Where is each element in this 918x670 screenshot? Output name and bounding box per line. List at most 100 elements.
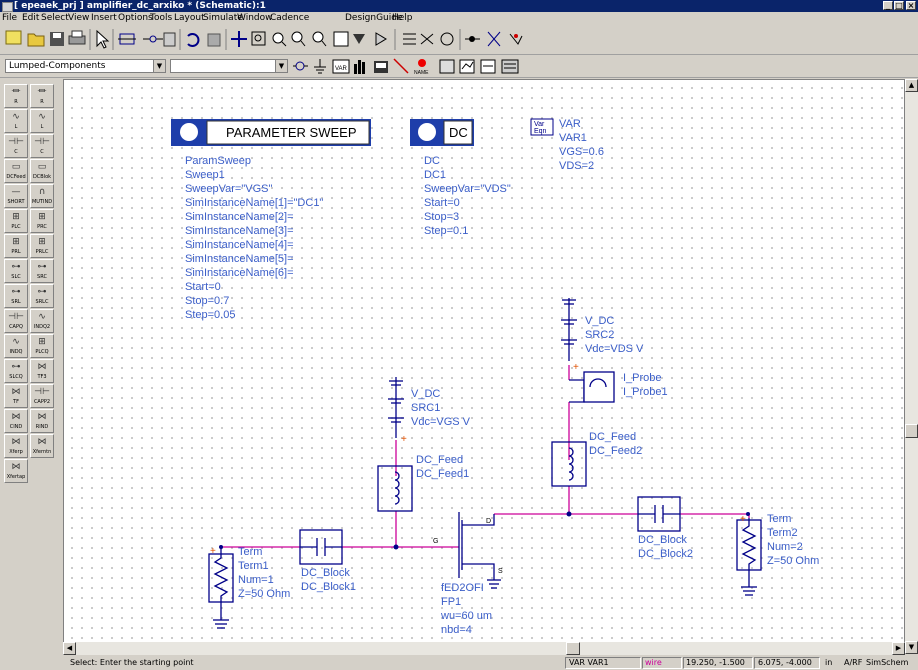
zoom-fit-icon[interactable] [312, 31, 327, 47]
palette-item-l[interactable]: ∿L [4, 109, 28, 133]
select-arrow-icon[interactable] [96, 29, 110, 49]
palette-item-dcblock[interactable]: ▭DCBlok [30, 159, 54, 183]
menu-designguide[interactable]: DesignGuide [345, 13, 403, 23]
palette-item-prc[interactable]: ⊞PRC [30, 209, 54, 233]
palette-item-srl[interactable]: ⊶SRL [4, 284, 28, 308]
horizontal-scrollbar[interactable]: ◀ ▶ [63, 642, 905, 655]
parameter-sweep-block[interactable]: PARAMETER SWEEP [171, 119, 371, 146]
palette-item-src[interactable]: ⊶SRC [30, 259, 54, 283]
scroll-thumb[interactable] [905, 424, 918, 438]
display-icon[interactable] [354, 60, 365, 74]
zoom-out-icon[interactable] [291, 31, 306, 47]
ground-symbol-icon[interactable] [314, 59, 326, 74]
current-probe[interactable] [569, 371, 615, 403]
mirror-icon[interactable] [420, 33, 434, 45]
ground-icon[interactable] [403, 33, 416, 45]
palette-item-prl[interactable]: ⊞PRL [4, 234, 28, 258]
scroll-left-icon[interactable]: ◀ [63, 642, 76, 655]
term-1[interactable] [208, 547, 234, 629]
palette-item-c2[interactable]: ⊣⊢C [30, 134, 54, 158]
schematic-canvas[interactable]: PARAMETER SWEEP ParamSweep Sweep1 SweepV… [63, 79, 905, 654]
zoom-area-icon[interactable] [251, 31, 266, 46]
term-2[interactable] [736, 518, 762, 596]
menu-view[interactable]: View [68, 13, 90, 23]
palette-item-plc[interactable]: ⊞PLC [4, 209, 28, 233]
wire-icon[interactable] [143, 35, 163, 43]
palette-item-c[interactable]: ⊣⊢C [4, 134, 28, 158]
rotate-icon[interactable] [440, 32, 454, 46]
print-icon[interactable] [68, 30, 86, 45]
palette-item-r2[interactable]: ⏛R [30, 84, 54, 108]
menu-options[interactable]: Options [118, 13, 153, 23]
menu-select[interactable]: Select [41, 13, 69, 23]
palette-item-capq[interactable]: ⊣⊢CAPQ [4, 309, 28, 333]
scroll-thumb[interactable] [566, 642, 580, 655]
palette-item-xferp[interactable]: ⋈Xferp [4, 434, 28, 458]
vertical-scrollbar[interactable]: ▲ ▼ [905, 79, 918, 654]
menu-tools[interactable]: Tools [150, 13, 173, 23]
palette-item-r[interactable]: ⏛R [4, 84, 28, 108]
palette-item-indq[interactable]: ∿INDQ [4, 334, 28, 358]
open-icon[interactable] [27, 33, 45, 47]
var-icon[interactable]: VAR [332, 59, 350, 74]
palette-item-tf[interactable]: ⋈TF [4, 384, 28, 408]
dc-source-src2[interactable] [561, 298, 577, 361]
delete-icon[interactable] [163, 32, 176, 47]
dc-source-src1[interactable] [388, 377, 404, 438]
insert-ground-icon[interactable] [439, 59, 455, 74]
library-select[interactable]: Lumped-Components ▼ [5, 59, 166, 73]
var-eqn-block[interactable]: Var Eqn [530, 118, 554, 136]
component-select[interactable]: ▼ [170, 59, 288, 73]
minimize-button[interactable]: _ [883, 1, 893, 10]
simulate-tune-icon[interactable] [459, 59, 475, 74]
maximize-button[interactable]: □ [894, 1, 904, 10]
chevron-down-icon[interactable]: ▼ [275, 60, 287, 72]
port-icon[interactable] [375, 32, 387, 46]
redo-icon[interactable] [207, 33, 221, 47]
palette-item-short[interactable]: —SHORT [4, 184, 28, 208]
palette-item-indq2[interactable]: ∿INDQ2 [30, 309, 54, 333]
port-symbol-icon[interactable] [293, 61, 308, 71]
dc-feed-1[interactable] [377, 465, 413, 512]
palette-item-rind[interactable]: ⋈RIND [30, 409, 54, 433]
menu-insert[interactable]: Insert [91, 13, 117, 23]
data-display-icon[interactable] [501, 59, 519, 74]
pan-icon[interactable] [231, 31, 247, 47]
palette-item-slc[interactable]: ⊶SLC [4, 259, 28, 283]
dc-simulation-block[interactable]: DC [410, 119, 474, 146]
palette-item-prlc[interactable]: ⊞PRLC [30, 234, 54, 258]
palette-item-srlc[interactable]: ⊶SRLC [30, 284, 54, 308]
scroll-down-icon[interactable]: ▼ [905, 641, 918, 654]
new-icon[interactable] [5, 30, 22, 45]
palette-item-dcfeed[interactable]: ▭DCFeed [4, 159, 28, 183]
dc-block-1[interactable] [299, 529, 343, 565]
scroll-right-icon[interactable]: ▶ [892, 642, 905, 655]
pop-out-icon[interactable] [353, 34, 365, 44]
push-into-icon[interactable] [333, 31, 349, 47]
ic-icon[interactable] [374, 61, 388, 73]
menu-layout[interactable]: Layout [174, 13, 205, 23]
menu-edit[interactable]: Edit [22, 13, 40, 23]
palette-item-plcq[interactable]: ⊞PLCQ [30, 334, 54, 358]
palette-item-cind[interactable]: ⋈CIND [4, 409, 28, 433]
dc-block-2[interactable] [637, 496, 681, 532]
chevron-down-icon[interactable]: ▼ [153, 60, 165, 72]
wire-draw-icon[interactable] [393, 58, 409, 74]
palette-item-tf3[interactable]: ⋈TF3 [30, 359, 54, 383]
menu-cadence[interactable]: Cadence [270, 13, 310, 23]
menu-simulate[interactable]: Simulate [203, 13, 243, 23]
simulate-icon[interactable] [465, 36, 480, 42]
menu-window[interactable]: Window [237, 13, 273, 23]
name-icon[interactable]: NAME [414, 59, 429, 76]
scroll-up-icon[interactable]: ▲ [905, 79, 918, 92]
fet-transistor[interactable] [458, 512, 501, 589]
close-button[interactable]: × [906, 1, 916, 10]
history-icon[interactable] [480, 59, 496, 74]
palette-item-capp2[interactable]: ⊣⊢CAPP2 [30, 384, 54, 408]
zoom-in-icon[interactable] [272, 32, 287, 47]
palette-item-slcq[interactable]: ⊶SLCQ [4, 359, 28, 383]
tune-icon[interactable] [487, 31, 501, 47]
optimize-icon[interactable] [509, 33, 523, 45]
undo-icon[interactable] [187, 33, 200, 47]
save-icon[interactable] [50, 32, 64, 46]
